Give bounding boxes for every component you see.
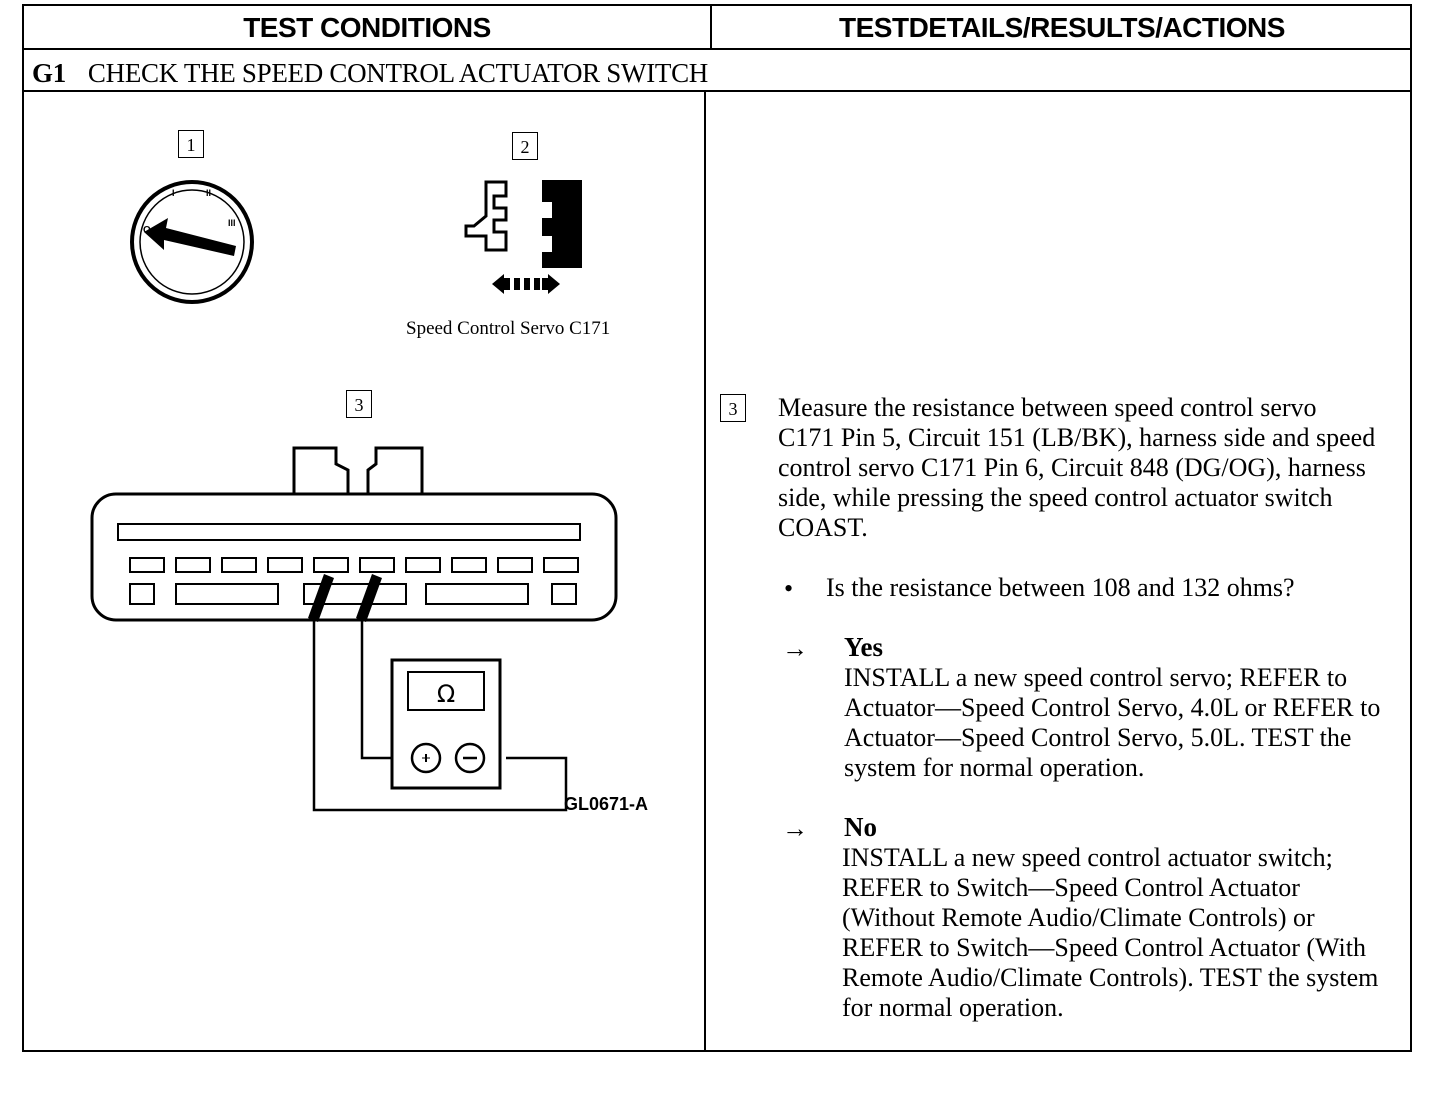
no-arrow: →: [782, 814, 808, 843]
connector-face-diagram: Ω: [90, 446, 618, 812]
ignition-pos-2: II: [206, 188, 211, 198]
callout-1: 1: [178, 130, 204, 158]
callout-3: 3: [346, 390, 372, 418]
connector-label: Speed Control Servo C171: [406, 318, 611, 339]
header-test-details: TESTDETAILS/RESULTS/ACTIONS: [839, 12, 1285, 43]
no-label: No: [844, 812, 877, 842]
yes-action: INSTALL a new speed control servo; REFER…: [844, 663, 1381, 782]
details-callout-3: 3: [720, 394, 746, 422]
header-test-conditions: TEST CONDITIONS: [243, 12, 491, 43]
step-rule: [24, 90, 1410, 92]
step-row: G1 CHECK THE SPEED CONTROL ACTUATOR SWITC…: [32, 50, 708, 90]
ignition-pos-off: O: [143, 225, 151, 236]
callout-2: 2: [512, 132, 538, 160]
body-divider: [704, 90, 706, 1052]
figure-code: GL0671-A: [564, 794, 649, 814]
connector-disconnect-icon: [464, 180, 582, 294]
question-text: Is the resistance between 108 and 132 oh…: [826, 573, 1295, 602]
instruction-text: Measure the resistance between speed con…: [778, 393, 1376, 542]
test-table: TEST CONDITIONS TESTDETAILS/RESULTS/ACTI…: [22, 4, 1412, 1052]
ignition-pos-3: III: [228, 218, 236, 228]
yes-arrow: →: [782, 634, 808, 663]
step-id: G1: [32, 58, 66, 88]
header-rule: [24, 48, 1410, 50]
yes-label: Yes: [844, 632, 883, 662]
meter-ohm-symbol: Ω: [437, 680, 455, 708]
no-action: INSTALL a new speed control actuator swi…: [842, 843, 1379, 1022]
ignition-switch-icon: O I II III: [130, 180, 254, 304]
ignition-pos-1: I: [172, 188, 175, 198]
question-bullet: •: [784, 574, 794, 603]
step-title: CHECK THE SPEED CONTROL ACTUATOR SWITCH: [87, 58, 708, 88]
header-divider: [710, 6, 712, 48]
